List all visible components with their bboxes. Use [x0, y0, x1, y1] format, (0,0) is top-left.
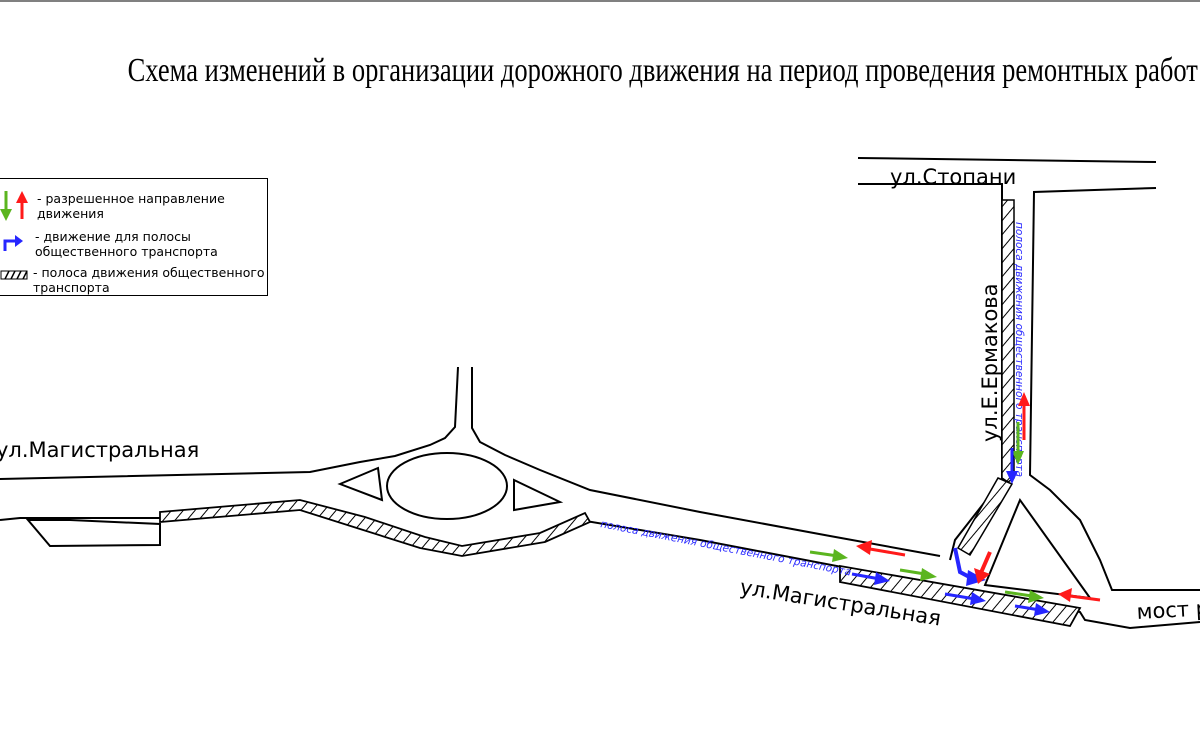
- street-label-magistralnaya-left: ул.Магистральная: [0, 438, 200, 462]
- bus-lane-label-vertical: полоса движения общественного транспорта: [1013, 222, 1025, 477]
- green-arrow-3: [1004, 590, 1044, 603]
- bridge-island: [983, 497, 1093, 600]
- green-red-arrows-icon: [0, 191, 28, 221]
- legend-text-allowed: - разрешенное направление движения: [37, 191, 225, 221]
- legend-text-bus-lane: - полоса движения общественного транспор…: [33, 265, 265, 295]
- green-arrow-1: [809, 549, 848, 562]
- red-arrow-1: [856, 540, 906, 557]
- ermakova-right-edge: [1028, 187, 1200, 591]
- main-road-upper-edge: [0, 366, 459, 480]
- bus-lane-turn: [956, 477, 1014, 557]
- legend-icons: [0, 191, 28, 280]
- street-label-ermakova: ул.Е.Ермакова: [978, 283, 1002, 442]
- street-label-stopani: ул.Стопани: [890, 165, 1017, 189]
- roundabout-center: [386, 452, 508, 520]
- blue-turn-arrow-icon: [3, 235, 23, 251]
- roundabout-right-island: [513, 478, 564, 512]
- blue-arrow-1: [851, 572, 890, 585]
- blue-arrow-2: [944, 592, 986, 605]
- green-arrow-down: [1012, 422, 1024, 465]
- hatched-lane-icon: [0, 270, 28, 280]
- green-arrow-2: [899, 568, 937, 581]
- legend-text-bus-direction: - движение для полосы общественного тран…: [35, 229, 218, 259]
- left-island: [25, 519, 161, 548]
- north-road-right-edge: [471, 367, 941, 557]
- bus-lane-label-main: полоса движения общественного транспорта: [599, 518, 852, 578]
- red-arrow-2: [1058, 588, 1101, 602]
- blue-arrow-down: [1006, 448, 1018, 484]
- roundabout-left-island: [337, 466, 384, 502]
- red-turn-arrow: [974, 551, 992, 584]
- bus-lane-vertical: [1001, 199, 1015, 483]
- legend-box: - разрешенное направление движения - дви…: [0, 178, 268, 296]
- blue-turn-arrow: [953, 547, 986, 586]
- bus-lane-west: [159, 499, 592, 557]
- scheme-title: Схема изменений в организации дорожного …: [127, 52, 1200, 89]
- stopani-upper-edge: [857, 157, 1157, 163]
- blue-arrow-3: [1014, 603, 1050, 616]
- red-arrow-up: [1018, 392, 1030, 440]
